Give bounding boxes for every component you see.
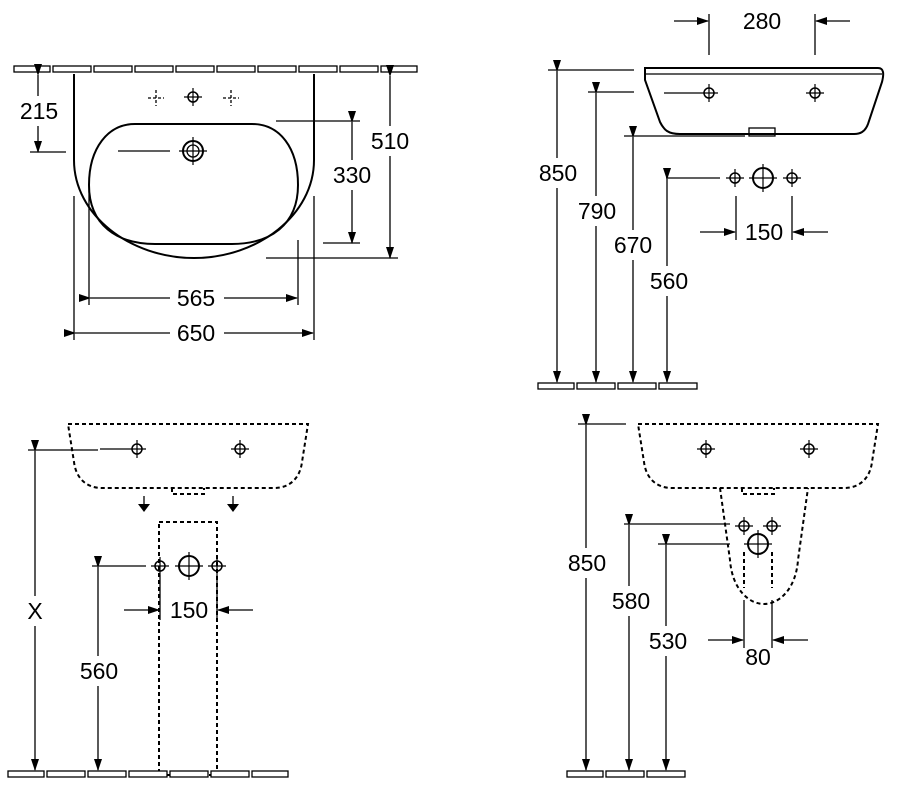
side-drain-icon	[749, 164, 777, 192]
pedestal-column	[158, 521, 218, 776]
side-supply-left-icon	[726, 169, 744, 187]
basin-side-outline	[644, 67, 885, 135]
semi-basin-outline	[636, 423, 880, 489]
dim-150-ped: 150	[124, 575, 253, 623]
dim-text-790: 790	[578, 198, 616, 224]
front-view: 215 510 330 565	[13, 64, 418, 347]
semi-tap-left-icon	[697, 440, 715, 458]
dim-580: 580	[606, 514, 656, 771]
dim-text-x: X	[27, 598, 42, 624]
semi-supply-right-icon	[763, 517, 781, 535]
dim-text-565: 565	[177, 285, 215, 311]
dim-560-ped: 560	[74, 556, 124, 771]
dim-text-280: 280	[743, 8, 781, 34]
ped-drain-icon	[175, 552, 203, 580]
side-tap-right-icon	[806, 84, 824, 102]
dim-text-330: 330	[333, 162, 371, 188]
dim-280: 280	[674, 8, 850, 55]
semi-tap-right-icon	[800, 440, 818, 458]
dim-650: 650	[64, 196, 315, 347]
semi-supply-left-icon	[735, 517, 753, 535]
dim-text-530: 530	[649, 628, 687, 654]
side-tap-left-icon	[700, 84, 718, 102]
dim-150-side: 150	[700, 196, 828, 245]
ped-supply-left-icon	[151, 557, 169, 575]
down-arrow-left-icon	[138, 496, 150, 512]
dim-text-560-side: 560	[650, 268, 688, 294]
dim-text-150-ped: 150	[170, 597, 208, 623]
side-view: 280 150 850 790	[532, 8, 885, 390]
dim-x: X	[20, 440, 98, 771]
ped-supply-right-icon	[208, 557, 226, 575]
side-supply-right-icon	[783, 169, 801, 187]
dim-text-510: 510	[371, 128, 409, 154]
dim-text-150-side: 150	[745, 219, 783, 245]
floor-tiles-semi	[566, 770, 686, 778]
dim-215: 215	[16, 64, 66, 153]
dim-330: 330	[276, 111, 378, 244]
dim-80: 80	[708, 600, 808, 670]
overflow-drain-icon	[179, 137, 207, 165]
pedestal-view: X 560 150	[7, 423, 310, 778]
tap-hole-left-icon	[148, 90, 164, 106]
dim-text-850-side: 850	[539, 160, 577, 186]
semi-pedestal-shroud	[719, 487, 809, 606]
dim-670: 670	[608, 126, 745, 383]
basin-outline	[73, 74, 315, 260]
floor-tiles-side	[537, 382, 698, 390]
dim-text-850-semi: 850	[568, 550, 606, 576]
wall-tiles-front	[13, 65, 418, 73]
dim-text-80: 80	[745, 644, 771, 670]
floor-tiles-pedestal	[7, 770, 289, 778]
dim-text-560-ped: 560	[80, 658, 118, 684]
semi-pedestal-view: 850 580 530 80	[562, 414, 880, 778]
dim-text-650: 650	[177, 320, 215, 346]
ped-tap-left-icon	[128, 440, 146, 458]
basin-bowl	[87, 123, 300, 245]
dim-790: 790	[572, 82, 634, 383]
pedestal-basin-outline	[66, 423, 310, 489]
dim-560-side: 560	[644, 168, 694, 383]
tap-hole-icon	[184, 88, 202, 106]
dim-530: 530	[642, 534, 692, 771]
dim-850-semi: 850	[562, 414, 626, 771]
tap-hole-right-icon	[223, 90, 239, 106]
down-arrow-right-icon	[227, 496, 239, 512]
dim-text-670: 670	[614, 232, 652, 258]
ped-tap-right-icon	[231, 440, 249, 458]
dim-text-580: 580	[612, 588, 650, 614]
semi-drain-icon	[744, 530, 772, 558]
dim-565: 565	[79, 186, 299, 312]
dim-850-side: 850	[532, 60, 634, 383]
dim-text-215: 215	[20, 98, 58, 124]
dim-510: 510	[266, 65, 414, 259]
